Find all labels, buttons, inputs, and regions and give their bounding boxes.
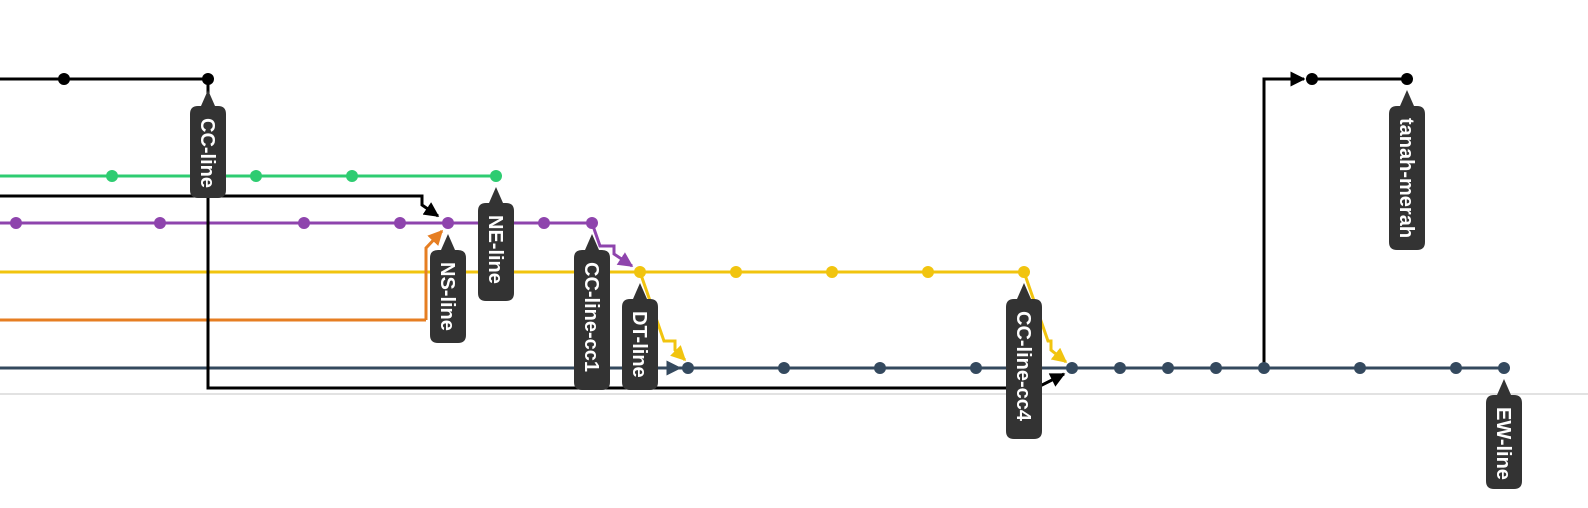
commit-node[interactable] [346, 170, 358, 182]
branch-label-dt-text: DT-line [628, 311, 650, 378]
branch-label-cc4-text: CC-line-cc4 [1012, 311, 1034, 422]
commit-node[interactable] [490, 170, 502, 182]
connector-cc-to-ew [206, 79, 1066, 390]
commit-node[interactable] [1066, 362, 1078, 374]
commit-node[interactable] [634, 266, 646, 278]
commit-node[interactable] [1018, 266, 1030, 278]
commit-node[interactable] [202, 73, 214, 85]
commit-node[interactable] [1306, 73, 1318, 85]
commit-node[interactable] [1114, 362, 1126, 374]
commit-node[interactable] [1210, 362, 1222, 374]
branch-label-ew[interactable]: EW-line [1486, 379, 1522, 489]
commit-node[interactable] [682, 362, 694, 374]
commit-node[interactable] [730, 266, 742, 278]
commit-node[interactable] [586, 217, 598, 229]
branch-label-cc4[interactable]: CC-line-cc4 [1006, 283, 1042, 439]
commit-node[interactable] [1450, 362, 1462, 374]
commit-node[interactable] [826, 266, 838, 278]
commit-node[interactable] [778, 362, 790, 374]
branch-label-ne[interactable]: NE-line [478, 187, 514, 301]
branch-label-ns[interactable]: NS-line [430, 234, 466, 343]
branch-label-dt[interactable]: DT-line [622, 283, 658, 390]
commit-node[interactable] [874, 362, 886, 374]
commit-node[interactable] [106, 170, 118, 182]
connector-ns-merge [424, 229, 444, 320]
branch-label-cc[interactable]: CC-line [190, 90, 226, 198]
branch-label-tanah-merah-text: tanah-merah [1395, 118, 1417, 238]
branch-label-cc-text: CC-line [196, 118, 218, 188]
commit-node[interactable] [250, 170, 262, 182]
commit-node[interactable] [154, 217, 166, 229]
branch-label-ns-text: NS-line [436, 262, 458, 331]
branch-label-cc1[interactable]: CC-line-cc1 [574, 234, 610, 390]
commit-node[interactable] [538, 217, 550, 229]
commit-node[interactable] [1401, 73, 1413, 85]
commit-node[interactable] [58, 73, 70, 85]
branch-label-tanah-merah[interactable]: tanah-merah [1389, 90, 1425, 250]
commit-node[interactable] [922, 266, 934, 278]
branch-label-ew-text: EW-line [1492, 407, 1514, 480]
connector-cc-to-ns [0, 194, 440, 218]
commit-node[interactable] [298, 217, 310, 229]
connector-ne-to-cc1 [590, 222, 634, 268]
connector-ew-to-tanah-merah [1262, 71, 1306, 368]
branch-label-cc1-text: CC-line-cc1 [580, 262, 602, 372]
commit-node[interactable] [394, 217, 406, 229]
commit-node[interactable] [442, 217, 454, 229]
branch-label-ne-text: NE-line [484, 215, 506, 284]
commit-node[interactable] [1162, 362, 1174, 374]
commit-node[interactable] [10, 217, 22, 229]
commit-node[interactable] [970, 362, 982, 374]
commit-node[interactable] [1258, 362, 1270, 374]
commit-node[interactable] [1354, 362, 1366, 374]
commit-node[interactable] [1498, 362, 1510, 374]
